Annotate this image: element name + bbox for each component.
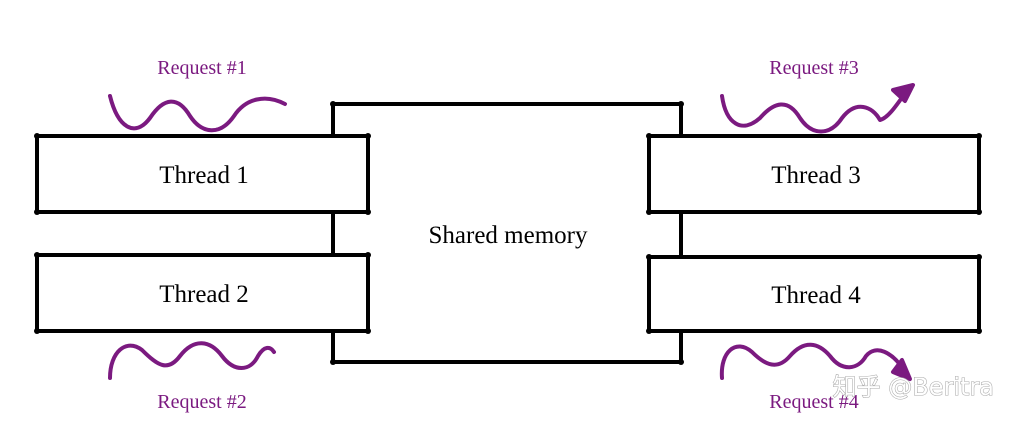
thread-4-node: Thread 4 bbox=[646, 254, 982, 334]
request-3-wave bbox=[720, 90, 908, 134]
thread-3-box bbox=[647, 134, 981, 214]
thread-3-label: Thread 3 bbox=[771, 162, 861, 189]
request-4-arrowhead bbox=[891, 358, 912, 381]
request-1: Request #1 bbox=[108, 57, 287, 133]
request-3-label: Request #3 bbox=[769, 57, 858, 79]
shared-memory-label: Shared memory bbox=[429, 222, 588, 249]
thread-2-node: Thread 2 bbox=[34, 252, 371, 334]
thread-1-node: Thread 1 bbox=[34, 133, 371, 215]
request-2-wave bbox=[108, 341, 276, 380]
request-2-label: Request #2 bbox=[157, 391, 246, 413]
request-4-wave bbox=[719, 342, 906, 380]
request-2: Request #2 bbox=[108, 341, 276, 413]
thread-1-label: Thread 1 bbox=[159, 162, 249, 189]
shared-memory-node: Shared memory bbox=[330, 101, 684, 365]
thread-2-box bbox=[35, 253, 370, 333]
thread-3-node: Thread 3 bbox=[646, 133, 982, 215]
thread-2-label: Thread 2 bbox=[159, 281, 249, 308]
thread-4-label: Thread 4 bbox=[771, 282, 861, 309]
watermark-text: 知乎 @Beritra bbox=[833, 373, 994, 401]
request-3: Request #3 bbox=[720, 57, 915, 134]
thread-4-box bbox=[647, 255, 981, 333]
request-1-wave bbox=[108, 94, 287, 133]
thread-1-box bbox=[35, 134, 370, 214]
request-4: Request #4 bbox=[719, 342, 912, 413]
request-4-label: Request #4 bbox=[769, 391, 858, 413]
request-1-label: Request #1 bbox=[157, 57, 246, 79]
shared-memory-box bbox=[331, 102, 683, 364]
request-3-arrowhead bbox=[891, 83, 915, 103]
